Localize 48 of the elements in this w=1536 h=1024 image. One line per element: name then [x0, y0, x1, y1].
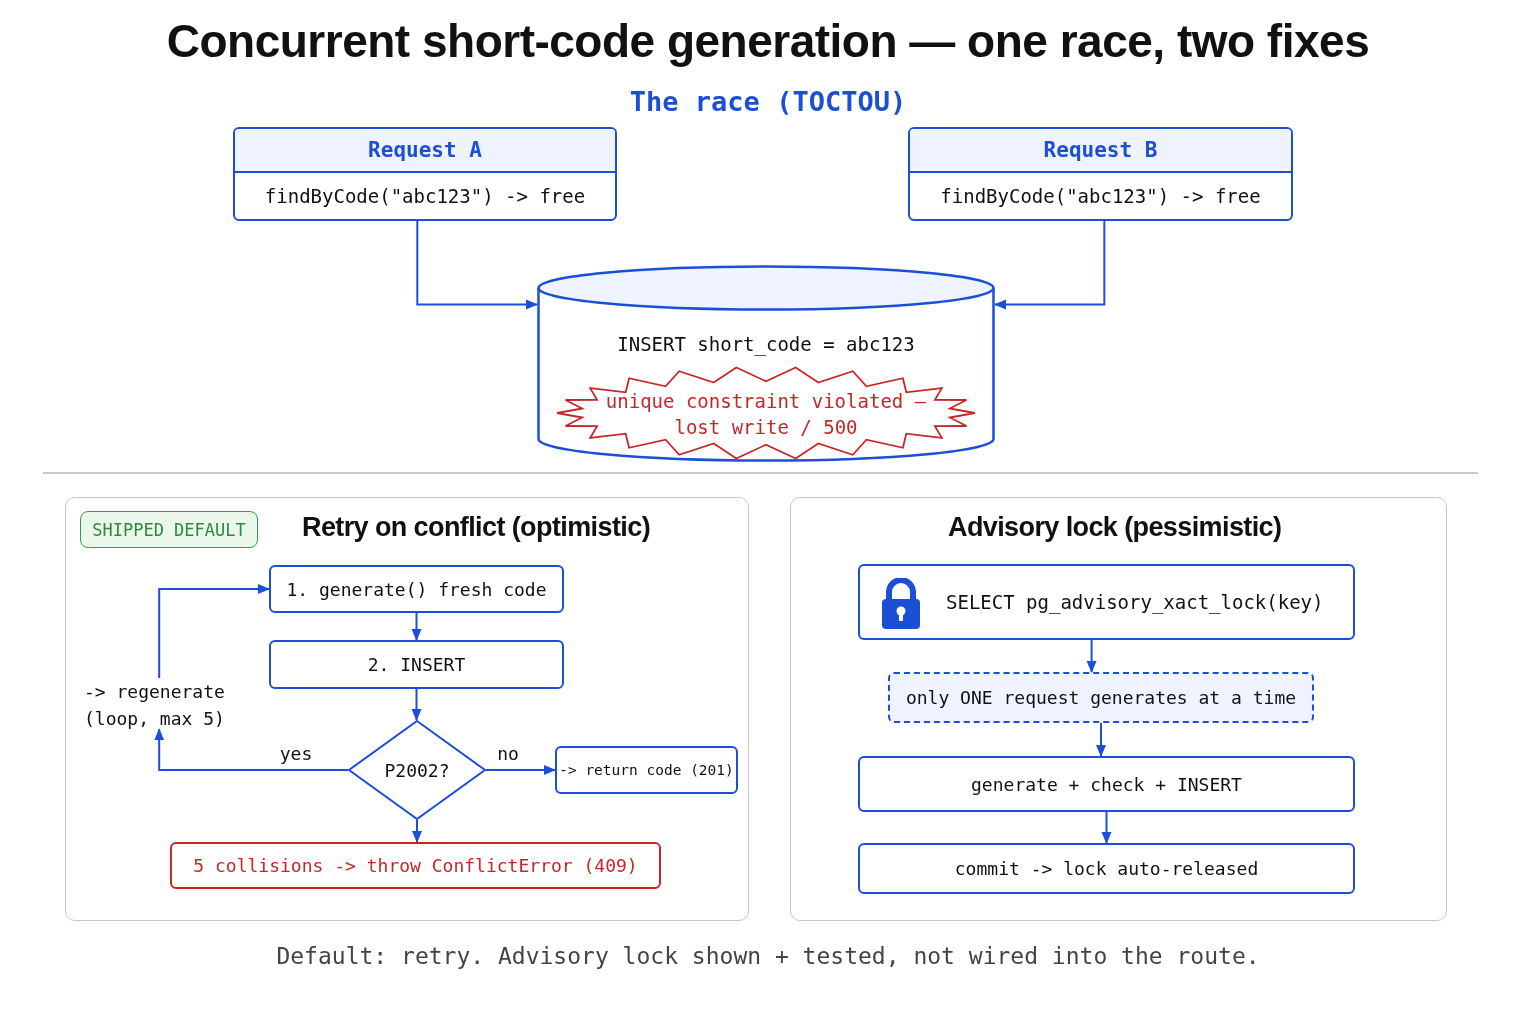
arrow [485, 765, 556, 775]
process-box [555, 746, 738, 794]
diagram-title: Concurrent short-code generation — one race, two fixes [166, 14, 1370, 68]
error-text: unique constraint violated — lost write / 500 [604, 389, 928, 440]
request-box [908, 127, 1293, 221]
badge-text: SHIPPED DEFAULT [92, 519, 246, 540]
step-text: -> return code (201) [559, 762, 734, 778]
arrow [412, 819, 422, 843]
arrow [158, 584, 270, 679]
decision-text: P2002? [384, 759, 450, 781]
step-text: generate + check + INSERT [971, 773, 1242, 795]
arrow [411, 688, 422, 721]
arrow [1101, 811, 1112, 844]
error-box [170, 842, 661, 889]
panel-heading: Advisory lock (pessimistic) [948, 512, 1282, 543]
panel [790, 497, 1447, 921]
step-text: only ONE request generates at a time [905, 687, 1297, 708]
arrow [411, 612, 422, 641]
section-heading: The race (TOCTOU) [629, 86, 907, 117]
request-box [233, 127, 617, 221]
arrow [416, 220, 538, 310]
panel-heading: Retry on conflict (optimistic) [302, 512, 651, 543]
step-text: 5 collisions -> throw ConflictError (409) [193, 855, 638, 876]
status-badge [80, 511, 258, 548]
annotation-text: -> regenerate (loop, max 5) [84, 678, 244, 732]
code-text: findByCode("abc123") -> free [264, 185, 586, 207]
code-text: findByCode("abc123") -> free [940, 185, 1261, 207]
note-box [888, 672, 1314, 723]
arrow [154, 728, 349, 771]
process-box [269, 565, 564, 613]
box-heading: Request B [1043, 138, 1158, 162]
step-text: SELECT pg_advisory_xact_lock(key) [946, 591, 1324, 613]
statement-text: INSERT short_code = abc123 [616, 333, 916, 355]
step-text: 1. generate() fresh code [286, 578, 547, 600]
arrow [1096, 722, 1106, 757]
process-box [269, 640, 564, 689]
arrow [994, 220, 1106, 310]
step-text: 2. INSERT [367, 654, 466, 675]
process-box [858, 843, 1355, 894]
process-box [858, 756, 1355, 812]
process-box [858, 564, 1355, 640]
error-burst [555, 365, 977, 461]
decision-diamond [348, 720, 486, 820]
arrow [1086, 639, 1097, 673]
caption: Default: retry. Advisory lock shown + tested, not wired into the route. [276, 943, 1260, 969]
box-heading: Request A [368, 138, 482, 162]
panel [65, 497, 749, 921]
step-text: commit -> lock auto-released [954, 858, 1259, 879]
